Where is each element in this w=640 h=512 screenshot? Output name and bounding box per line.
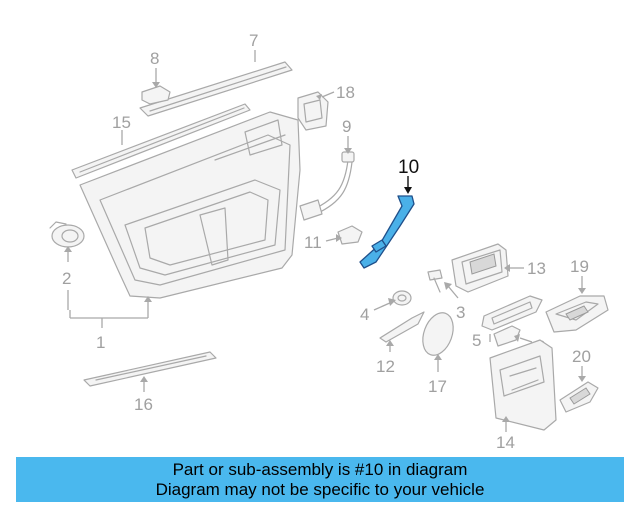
part-8-clip <box>141 85 171 105</box>
part-11-clip <box>337 225 363 245</box>
callout-18: 18 <box>336 83 355 102</box>
callout-20: 20 <box>572 347 591 366</box>
parts-diagram: 7 8 15 1 2 18 <box>49 31 609 452</box>
callout-1: 1 <box>96 333 105 352</box>
part-7-belt-molding <box>139 61 293 117</box>
part-13-switch-bezel <box>451 243 509 293</box>
part-16-lower-strip <box>83 351 217 387</box>
banner-line-1: Part or sub-assembly is #10 in diagram <box>172 459 468 479</box>
info-banner: Part or sub-assembly is #10 in diagram D… <box>16 457 624 502</box>
callout-9: 9 <box>342 117 351 136</box>
part-5-handle-bezel <box>481 295 543 331</box>
part-18-bracket <box>297 91 329 131</box>
callout-19: 19 <box>570 257 589 276</box>
callout-16: 16 <box>134 395 153 414</box>
callout-14: 14 <box>496 433 515 452</box>
callout-13: 13 <box>527 259 546 278</box>
callout-10: 10 <box>398 157 419 178</box>
part-10-pull-handle <box>359 195 415 269</box>
part-17-speaker-cover <box>422 312 454 356</box>
callout-2: 2 <box>62 269 71 288</box>
part-12-trim <box>379 311 425 343</box>
callout-17: 17 <box>428 377 447 396</box>
banner-line-2: Diagram may not be specific to your vehi… <box>155 479 485 499</box>
part-15-strip <box>71 103 251 179</box>
part-3-screw <box>427 269 443 293</box>
part-1-door-trim-panel <box>79 111 301 299</box>
callout-5: 5 <box>472 331 481 350</box>
part-19-inside-handle <box>545 295 609 333</box>
callout-11: 11 <box>304 233 322 252</box>
part-14-map-pocket <box>489 339 557 431</box>
part-9-cable <box>299 151 355 221</box>
callout-12: 12 <box>376 357 395 376</box>
callout-15: 15 <box>112 113 131 132</box>
part-2-grommet <box>49 221 85 248</box>
callout-7: 7 <box>249 31 258 50</box>
callout-8: 8 <box>150 49 159 68</box>
part-4-clip <box>392 290 412 306</box>
callout-3: 3 <box>456 303 465 322</box>
callout-4: 4 <box>360 305 369 324</box>
part-20-switch <box>559 381 599 413</box>
